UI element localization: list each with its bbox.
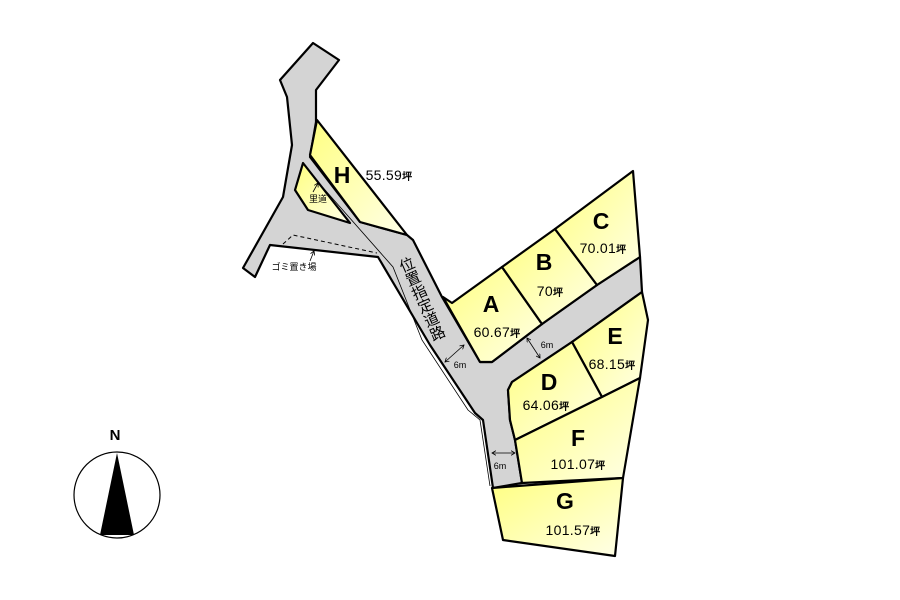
road-width-label-2: 6m — [454, 360, 467, 370]
lot-d-letter: D — [541, 369, 558, 395]
lot-c — [553, 169, 642, 287]
lot-b-letter: B — [536, 249, 553, 275]
lot-a-area: 60.67坪 — [474, 324, 521, 340]
north-arrow-icon — [100, 453, 134, 535]
road-inner-line — [302, 164, 491, 487]
lot-g — [490, 476, 625, 558]
lot-f-area: 101.07坪 — [551, 456, 606, 472]
garbage-area-arrow — [309, 251, 314, 262]
road-width-label-3: 6m — [494, 461, 507, 471]
lot-f — [513, 376, 642, 485]
satomichi-label: 里道 — [309, 193, 327, 204]
compass-north-label: N — [110, 427, 121, 444]
lot-h-area: 55.59坪 — [366, 167, 413, 183]
satomichi-lot — [293, 161, 352, 225]
lot-a-letter: A — [483, 291, 500, 317]
lot-c-area: 70.01坪 — [580, 240, 627, 256]
lot-g-letter: G — [556, 488, 574, 514]
road-width-label-1: 6m — [541, 340, 554, 350]
road-width-arrow-2 — [445, 345, 464, 362]
lot-f-letter: F — [571, 425, 585, 451]
lot-c-letter: C — [593, 208, 610, 234]
lot-h-letter: H — [334, 162, 351, 188]
garbage-area-label: ゴミ置き場 — [271, 261, 316, 272]
lot-b-area: 70坪 — [537, 283, 564, 299]
lot-e-area: 68.15坪 — [589, 356, 636, 372]
road-width-arrow-1 — [527, 338, 540, 358]
lot-e-letter: E — [607, 323, 622, 349]
satomichi-arrow — [312, 183, 318, 193]
north-compass: N — [73, 427, 161, 539]
lot-h — [308, 118, 409, 237]
lot-g-area: 101.57坪 — [546, 522, 601, 538]
lot-d-area: 64.06坪 — [523, 397, 570, 413]
garbage-area-dashed-line — [282, 234, 378, 254]
